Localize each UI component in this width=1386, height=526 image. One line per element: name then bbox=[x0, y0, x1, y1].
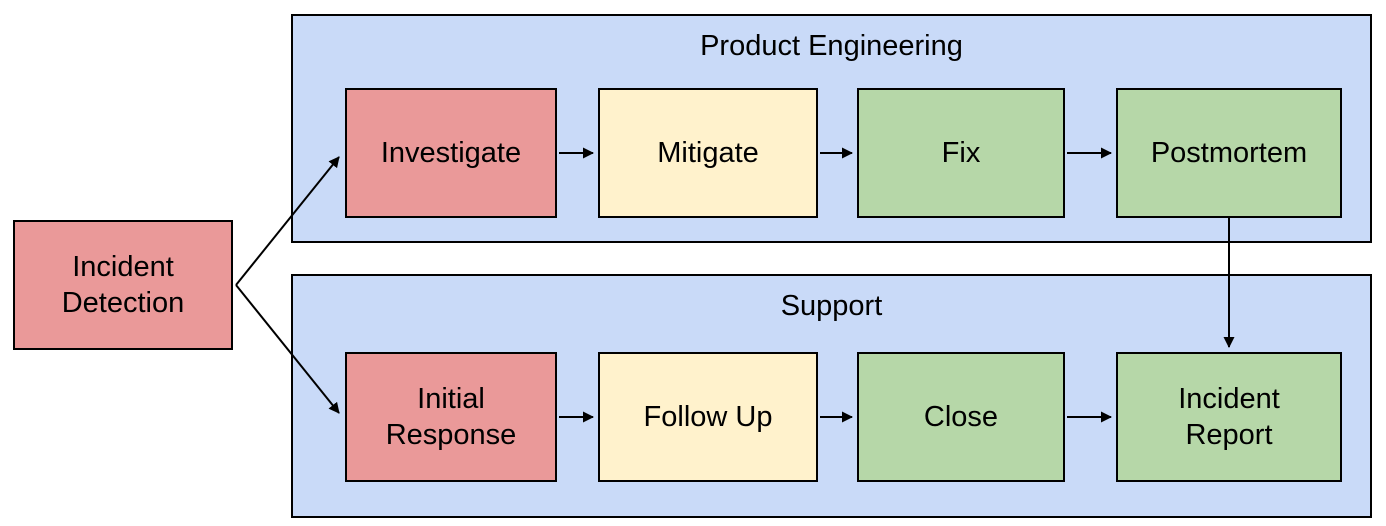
node-fix: Fix bbox=[857, 88, 1065, 218]
lane-title-product-engineering: Product Engineering bbox=[700, 30, 963, 62]
node-incident-report: Incident Report bbox=[1116, 352, 1342, 482]
node-postmortem: Postmortem bbox=[1116, 88, 1342, 218]
node-mitigate: Mitigate bbox=[598, 88, 818, 218]
node-incident-detection: Incident Detection bbox=[13, 220, 233, 350]
node-initial-response: Initial Response bbox=[345, 352, 557, 482]
node-close: Close bbox=[857, 352, 1065, 482]
node-follow-up: Follow Up bbox=[598, 352, 818, 482]
node-investigate: Investigate bbox=[345, 88, 557, 218]
lane-title-support: Support bbox=[780, 290, 883, 322]
